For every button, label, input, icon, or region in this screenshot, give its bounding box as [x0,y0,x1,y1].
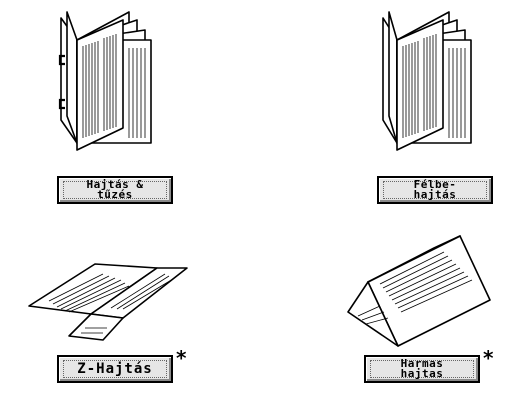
tri-fold-label: Harmas hajtas [400,357,444,380]
z-fold-sheet-icon [28,263,188,341]
z-fold-label: Z-Hajtás [77,361,153,377]
z-fold-asterisk: * [176,346,187,370]
staple-fold-button[interactable]: Hajtás & tűzés [57,176,173,204]
tri-fold-sheet-icon [347,235,491,347]
tri-fold-asterisk: * [483,346,494,370]
half-fold-label: Félbe- hajtás [413,178,457,201]
tri-fold-button[interactable]: Harmas hajtas [364,355,480,383]
half-fold-button[interactable]: Félbe- hajtás [377,176,493,204]
half-fold-booklet-icon [382,11,472,151]
z-fold-button[interactable]: Z-Hajtás [57,355,173,383]
staple-fold-booklet-icon [58,11,152,151]
staple-fold-label: Hajtás & tűzés [86,178,144,201]
